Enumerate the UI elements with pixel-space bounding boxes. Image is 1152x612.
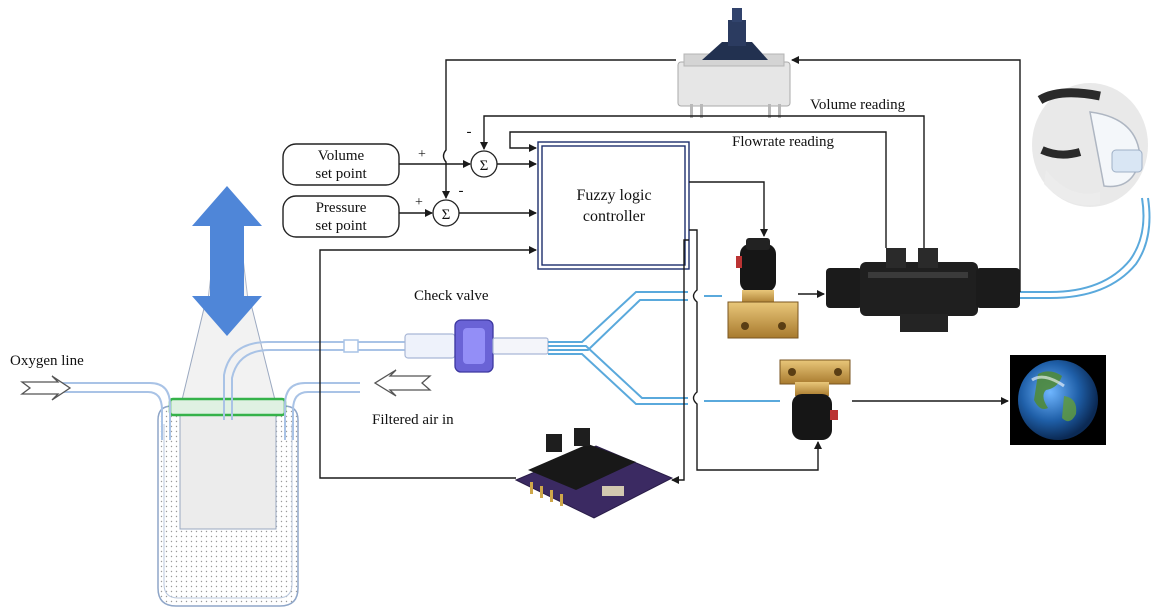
minus-sign-volume: - [467, 124, 472, 140]
air-inlet-arrow-icon [373, 369, 432, 397]
check-valve-icon [404, 319, 549, 373]
signal-lines [319, 56, 1021, 484]
split-tube [548, 291, 780, 405]
controller-label-2: controller [583, 208, 646, 225]
flowrate-reading-label: Flowrate reading [732, 134, 835, 150]
oxygen-inlet-arrow-icon [20, 375, 72, 401]
pressure-sensor-top-icon [677, 8, 791, 118]
solenoid-valve-expiratory-icon [779, 359, 851, 440]
mask-tube [1020, 197, 1145, 293]
sum-symbol-pressure: Σ [442, 207, 451, 223]
outlet-tube [223, 339, 410, 420]
minus-sign-pressure: - [459, 183, 464, 199]
volume-setpoint-label-2: set point [315, 166, 367, 182]
plus-sign-pressure: + [415, 195, 423, 210]
pressure-sensor-bottom-icon [514, 428, 674, 519]
earth-globe-icon [1010, 355, 1106, 445]
seal-ring [168, 397, 287, 417]
flow-sensor-icon [826, 248, 1020, 332]
pressure-setpoint-label-2: set point [315, 218, 367, 234]
volume-setpoint-label-1: Volume [318, 148, 365, 164]
oxygen-tube [55, 382, 171, 440]
volume-reading-label: Volume reading [810, 97, 906, 113]
filtered-air-label: Filtered air in [372, 412, 454, 428]
oxygen-line-label: Oxygen line [10, 353, 84, 369]
solenoid-valve-inspiratory-icon [727, 238, 799, 339]
plus-sign-volume: + [418, 147, 426, 162]
controller-label-1: Fuzzy logic [576, 187, 651, 204]
air-tube [284, 382, 360, 440]
up-down-arrow-icon [192, 186, 262, 336]
face-mask-icon [1032, 83, 1148, 207]
check-valve-label: Check valve [414, 288, 489, 304]
pressure-setpoint-label-1: Pressure [316, 200, 367, 216]
sum-symbol-volume: Σ [480, 158, 489, 174]
fuzzy-logic-controller-box [537, 141, 690, 270]
pressure-setpoint-box [282, 195, 400, 238]
